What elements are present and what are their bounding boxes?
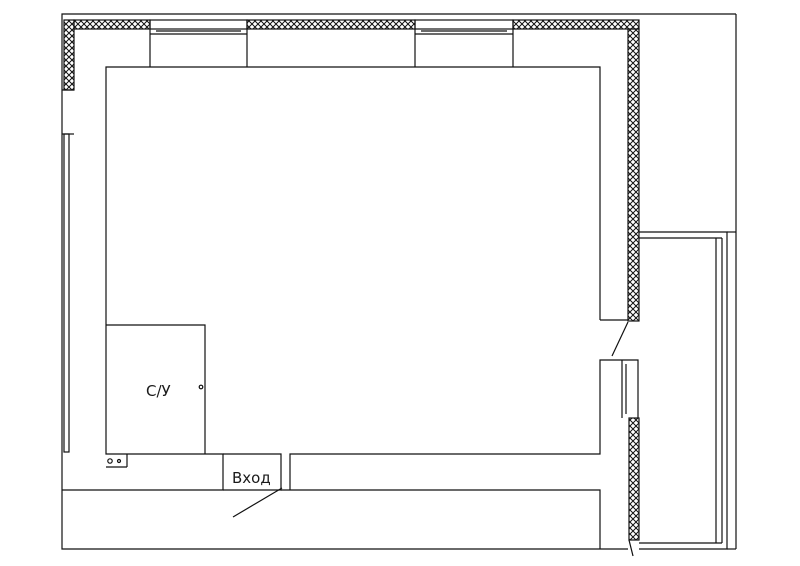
entrance-wall-left	[223, 453, 282, 491]
hatched-wall-right-upper	[627, 28, 640, 322]
top-window-1	[149, 19, 248, 30]
balcony-door-leaf	[611, 321, 629, 357]
sink-drain-icon	[116, 458, 122, 464]
entrance-wall-right	[281, 489, 601, 549]
left-window	[63, 133, 70, 453]
bathroom-label: С/У	[146, 382, 171, 400]
hatched-wall-top-3	[512, 19, 640, 30]
hatched-wall-left-top	[63, 19, 75, 91]
hatched-wall-top-1	[73, 19, 151, 30]
balcony-outline	[639, 231, 728, 550]
outer-wall-outline	[61, 13, 736, 550]
bathroom-partition	[106, 324, 206, 454]
inner-wall-outline	[62, 66, 601, 491]
bathroom-door-handle-icon	[198, 384, 204, 390]
inner-corridor-wall	[289, 418, 601, 490]
hatched-wall-right-lower	[628, 417, 640, 541]
balcony-door-jamb	[599, 359, 639, 418]
entrance-door-leaf	[232, 487, 283, 518]
hatched-wall-top-2	[246, 19, 416, 30]
entrance-label: Вход	[232, 469, 271, 487]
sink-fixture-icon	[107, 458, 113, 464]
top-window-2	[414, 19, 514, 30]
